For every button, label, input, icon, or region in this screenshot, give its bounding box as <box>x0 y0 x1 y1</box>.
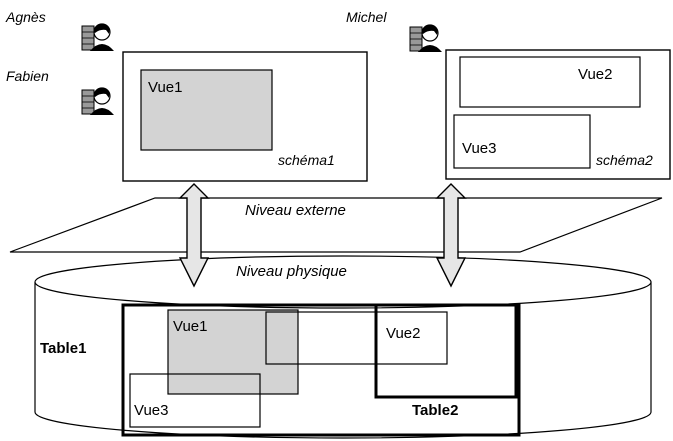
schema2-box: Vue2 Vue3 schéma2 <box>445 49 671 180</box>
physical-vue3-label: Vue3 <box>134 402 168 419</box>
user-avatar-icon <box>81 87 114 115</box>
schema2-view3-label: Vue3 <box>462 140 496 157</box>
schema2-view2 <box>459 56 641 108</box>
schema1-label: schéma1 <box>278 152 335 168</box>
user-name-agnes: Agnès <box>5 9 46 25</box>
table2-label: Table2 <box>412 402 458 419</box>
schema2-view3 <box>453 114 591 169</box>
table1-box <box>121 303 521 437</box>
user-name-michel: Michel <box>346 9 387 25</box>
table2-box <box>374 303 518 399</box>
schema1-box: Vue1 schéma1 <box>122 51 368 182</box>
physical-level-label: Niveau physique <box>236 263 347 280</box>
user-avatar-icon <box>409 24 442 52</box>
user-avatar-icon <box>81 23 114 51</box>
external-level-plane <box>9 197 663 253</box>
mapping-arrow-right <box>435 183 467 288</box>
schema2-label: schéma2 <box>596 152 653 168</box>
table1-label: Table1 <box>40 340 86 357</box>
mapping-arrow-left <box>178 183 210 288</box>
schema1-view1 <box>140 69 273 151</box>
database-cylinder <box>34 255 652 439</box>
physical-vue2-label: Vue2 <box>386 325 420 342</box>
physical-vue1-label: Vue1 <box>173 318 207 335</box>
physical-vue3 <box>129 373 261 428</box>
user-name-fabien: Fabien <box>6 68 49 84</box>
physical-vue2 <box>265 311 448 365</box>
schema2-view2-label: Vue2 <box>578 66 612 83</box>
physical-vue1 <box>167 309 299 395</box>
schema1-view1-label: Vue1 <box>148 79 182 96</box>
external-level-label: Niveau externe <box>245 202 346 219</box>
